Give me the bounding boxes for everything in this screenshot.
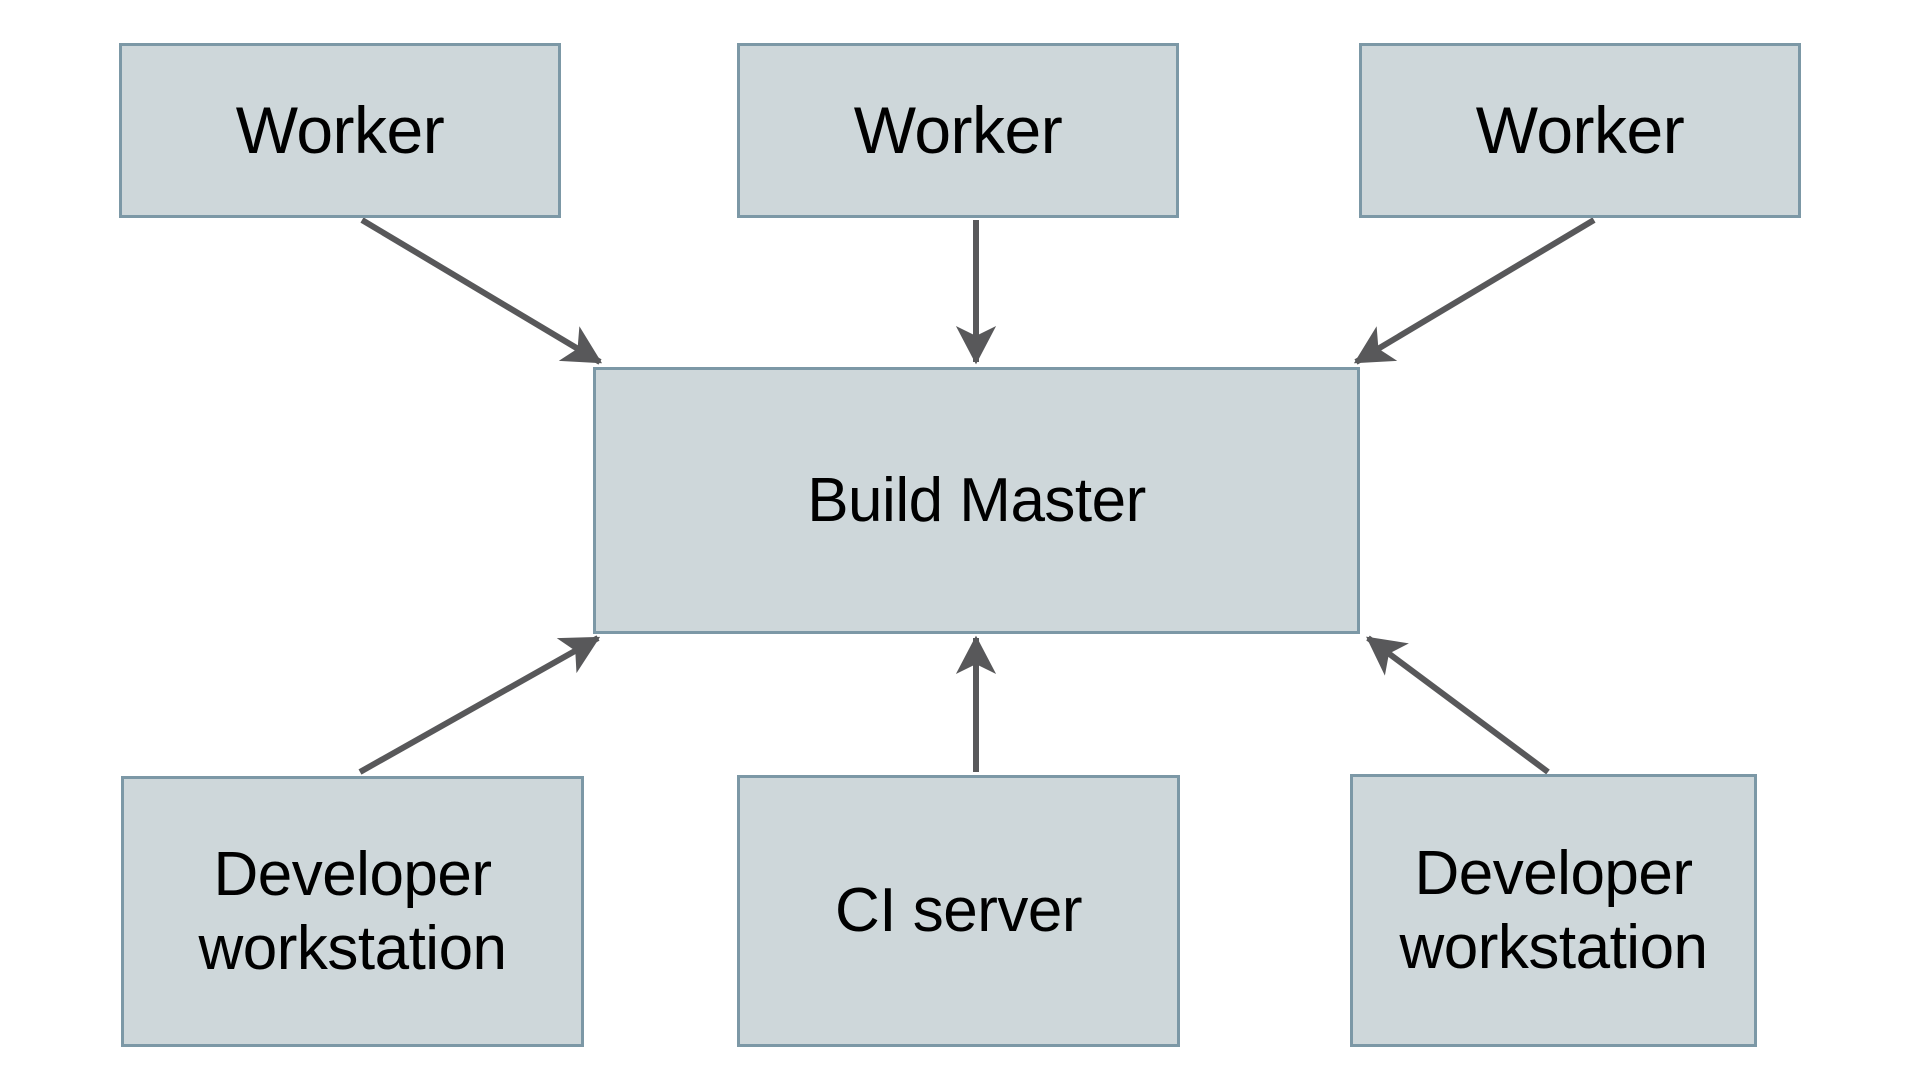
edge-worker-1-to-build-master [360, 217, 603, 365]
node-worker-2[interactable]: Worker [737, 43, 1179, 218]
node-worker-3-label: Worker [1475, 92, 1685, 167]
node-worker-2-label: Worker [853, 92, 1063, 167]
node-developer-workstation-1-label: Developer workstation [198, 840, 507, 983]
node-ci-server[interactable]: CI server [737, 775, 1180, 1047]
node-developer-workstation-1[interactable]: Developer workstation [121, 776, 584, 1047]
edge-developer-workstation-1-to-build-master [358, 635, 601, 775]
node-worker-3[interactable]: Worker [1359, 43, 1801, 218]
node-worker-1-label: Worker [235, 92, 445, 167]
node-worker-1[interactable]: Worker [119, 43, 561, 218]
node-build-master[interactable]: Build Master [593, 367, 1360, 634]
edge-worker-3-to-build-master [1353, 217, 1596, 365]
node-build-master-label: Build Master [807, 465, 1146, 535]
node-ci-server-label: CI server [835, 876, 1082, 946]
node-developer-workstation-2[interactable]: Developer workstation [1350, 774, 1757, 1047]
node-developer-workstation-2-label: Developer workstation [1399, 839, 1708, 982]
edge-developer-workstation-2-to-build-master [1366, 635, 1550, 775]
